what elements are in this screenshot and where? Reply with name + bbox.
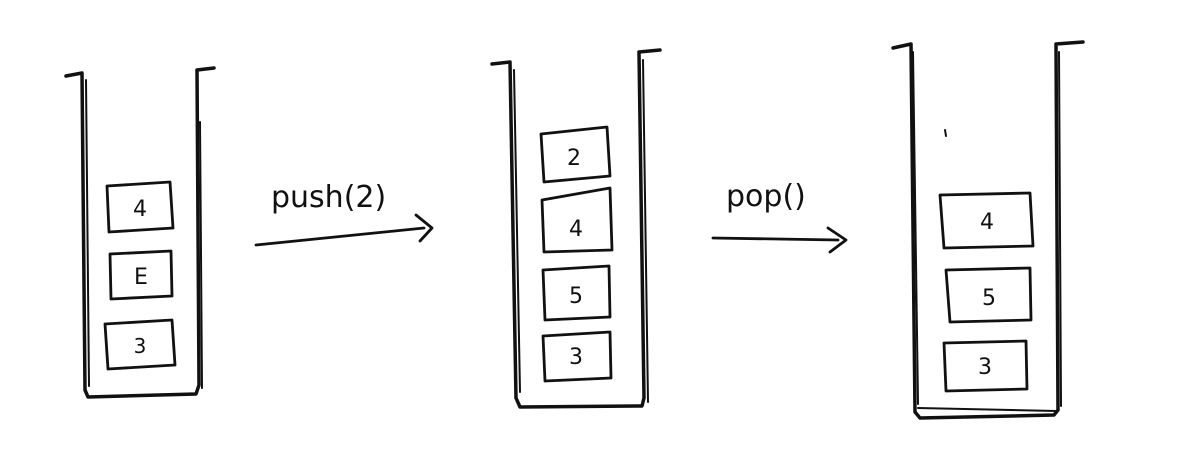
stack-item: 4 [105, 180, 175, 234]
stack-after-pop: 4 5 3 [891, 40, 1085, 420]
stack-item: 4 [938, 191, 1035, 250]
stack-container-inner-stroke [85, 79, 203, 389]
push-operation: push(2) [254, 180, 434, 247]
stack-item: 5 [944, 266, 1033, 324]
stack-container-inner-stroke [912, 51, 1062, 412]
stack-item: 2 [539, 125, 612, 184]
stack-container-inner-stroke [513, 59, 649, 403]
stack-before-push: 4 E 3 [64, 66, 216, 399]
stack-after-push: 2 4 5 3 [490, 48, 662, 409]
stack-item-label: 4 [133, 197, 147, 222]
pop-operation: pop() [711, 179, 848, 254]
arrowhead-icon [414, 213, 434, 243]
stack-container [64, 66, 216, 399]
stack-item-label: 2 [567, 146, 581, 171]
stack-item-label: 4 [569, 217, 583, 242]
stray-mark [944, 129, 947, 137]
stack-item-label: E [134, 265, 148, 290]
stack-container [891, 40, 1085, 420]
arrow-right-icon [254, 226, 426, 247]
stack-item: 4 [540, 186, 614, 254]
pop-operation-label: pop() [726, 179, 806, 214]
push-operation-label: push(2) [271, 180, 386, 215]
stack-item-label: 4 [980, 210, 994, 235]
stack-item-label: 3 [569, 345, 583, 370]
stack-container [490, 48, 662, 409]
stack-item: 3 [942, 339, 1029, 393]
arrowhead-icon [826, 226, 848, 254]
stack-item: 3 [103, 318, 177, 371]
stack-item: E [108, 249, 174, 301]
stack-item-label: 5 [982, 286, 996, 311]
stack-item-label: 5 [569, 284, 583, 309]
stack-item-label: 3 [134, 334, 147, 358]
stack-item-label: 3 [978, 355, 992, 380]
stack-item: 5 [541, 264, 612, 322]
arrow-right-icon [711, 236, 840, 242]
stack-item: 3 [541, 330, 613, 383]
